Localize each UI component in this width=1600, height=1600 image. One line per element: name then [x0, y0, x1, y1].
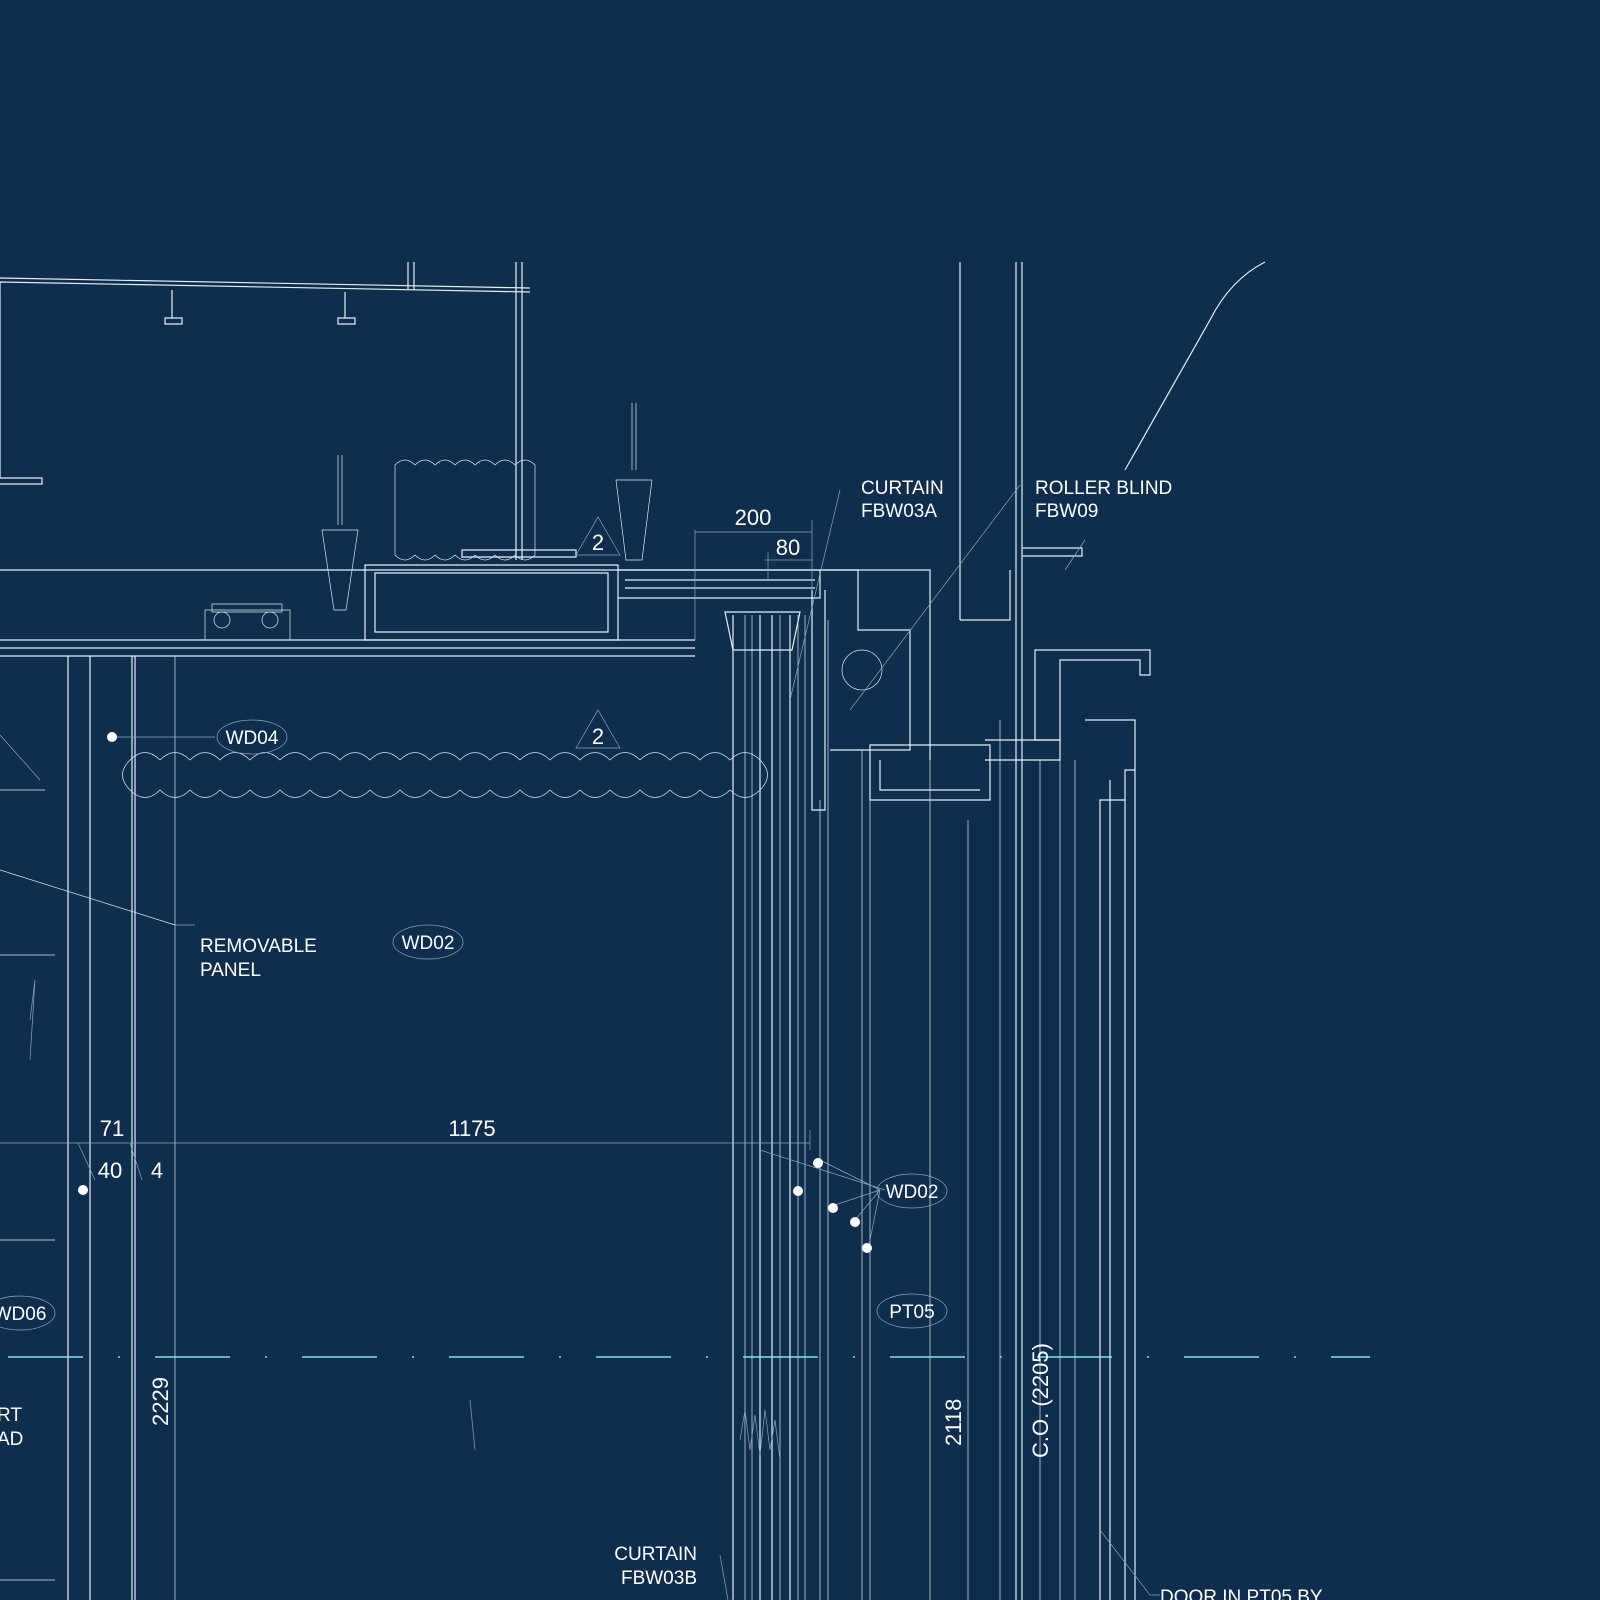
dim-co-2205: C.O. (2205) — [1028, 1343, 1053, 1458]
label-curtain-a-line1: CURTAIN — [861, 478, 944, 499]
wall-and-window — [819, 261, 1266, 1600]
label-curtain-b-line2: FBW03B — [621, 1568, 697, 1589]
tag-wd02-lower: WD02 — [886, 1182, 939, 1203]
revision-cloud — [122, 752, 768, 798]
dim-40: 40 — [98, 1158, 122, 1183]
dim-80: 80 — [776, 535, 800, 560]
dim-1175: 1175 — [448, 1116, 495, 1141]
dim-71: 71 — [100, 1116, 124, 1141]
label-roller-blind-line2: FBW09 — [1035, 501, 1098, 522]
tag-wd02-upper: WD02 — [402, 933, 455, 954]
label-removable-panel-line1: REMOVABLE — [200, 936, 317, 957]
dim-4: 4 — [151, 1158, 163, 1183]
dimension-lines — [0, 484, 1160, 1600]
ceiling-structure — [0, 262, 931, 760]
label-roller-blind-line1: ROLLER BLIND — [1035, 478, 1172, 499]
curtain-lines — [29, 590, 826, 1600]
tag-pt05: PT05 — [889, 1302, 934, 1323]
tag-wd04: WD04 — [226, 728, 279, 749]
label-curtain-b-line1: CURTAIN — [614, 1544, 697, 1565]
tag-wd06: WD06 — [0, 1304, 46, 1325]
label-partial-line2: AD — [0, 1429, 23, 1450]
label-removable-panel-line2: PANEL — [200, 960, 261, 981]
leader-dots — [78, 732, 872, 1253]
tag-bubbles — [0, 516, 948, 1331]
revision-marker-mid: 2 — [592, 724, 604, 749]
left-panel-lines — [0, 656, 176, 1600]
label-door: DOOR IN PT05 BY — [1160, 1587, 1323, 1600]
dim-2118: 2118 — [941, 1399, 966, 1446]
dim-200: 200 — [735, 505, 772, 530]
dim-2229: 2229 — [148, 1377, 173, 1426]
label-curtain-a-line2: FBW03A — [861, 501, 937, 522]
revision-marker-top: 2 — [592, 530, 604, 555]
label-partial-line1: RT — [0, 1405, 22, 1426]
